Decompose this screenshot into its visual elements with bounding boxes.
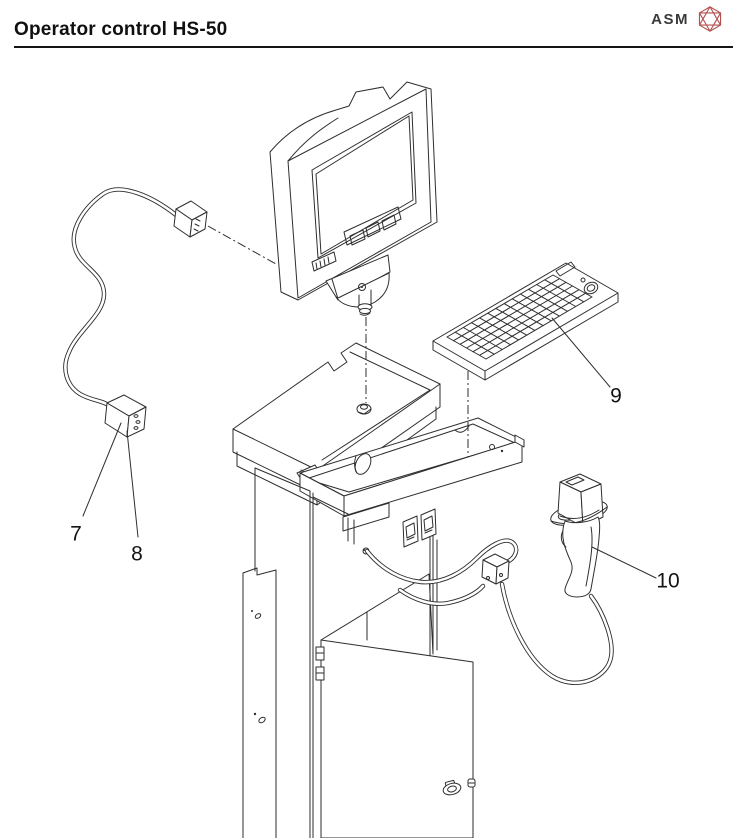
page-title: Operator control HS-50 bbox=[14, 19, 228, 40]
brand-logo: ASM bbox=[651, 4, 724, 34]
keyboard-drawing bbox=[432, 261, 619, 381]
cabinet-door bbox=[320, 639, 474, 838]
door-latch bbox=[442, 779, 462, 796]
hand-scanner-drawing bbox=[550, 473, 608, 598]
brand-name: ASM bbox=[651, 10, 689, 28]
callout-label-9: 9 bbox=[610, 384, 622, 408]
callout-label-7: 7 bbox=[70, 522, 82, 546]
asm-cube-logo-icon bbox=[698, 6, 722, 32]
alignment-line-connector bbox=[207, 225, 277, 265]
cabinet-drawing bbox=[242, 467, 476, 838]
keyboard-tray-drawing bbox=[299, 417, 525, 545]
scanner-cable-drawing bbox=[364, 538, 614, 685]
callout-leader-lines bbox=[82, 317, 657, 579]
mounting-screw-drawing bbox=[356, 403, 372, 415]
title-divider bbox=[14, 46, 733, 48]
callout-label-8: 8 bbox=[131, 542, 143, 566]
monitor-drawing bbox=[269, 81, 438, 316]
power-cable-drawing bbox=[63, 187, 208, 438]
socket-panel-drawing bbox=[362, 508, 437, 555]
callout-label-10: 10 bbox=[656, 569, 680, 593]
